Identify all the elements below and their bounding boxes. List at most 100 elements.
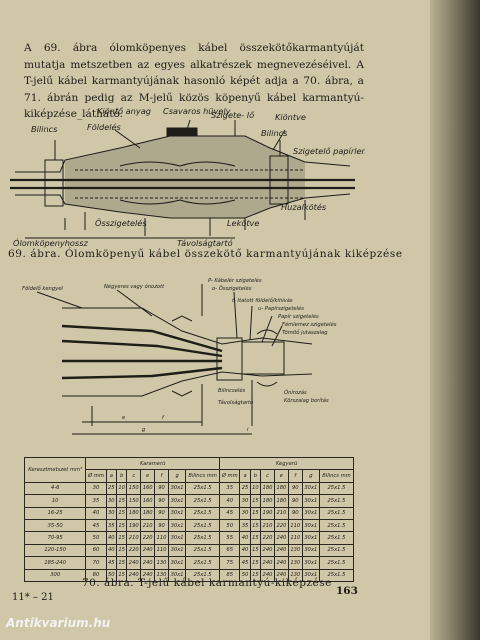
table-cell: 25x1.5 bbox=[318, 568, 355, 582]
table-cell: 70 bbox=[85, 556, 107, 570]
table-cell: 30 bbox=[105, 494, 117, 508]
label-huzalkotes: Huzalkötés bbox=[281, 202, 327, 212]
header-cell: Keresztmetszet mm² bbox=[23, 457, 87, 483]
header-cell: b bbox=[249, 469, 262, 483]
header-cell: Bilincs mm bbox=[185, 469, 221, 483]
label-onirozas: Ónírozás bbox=[284, 389, 307, 396]
table-cell: 30x1 bbox=[301, 506, 320, 520]
table-cell: 25x1.5 bbox=[318, 481, 355, 496]
table-cell: 240 bbox=[273, 556, 289, 570]
table-cell: 90 bbox=[287, 494, 303, 508]
label-lekotve: Lekötve bbox=[227, 218, 259, 228]
table-cell: 210 bbox=[140, 518, 156, 533]
table-cell: 15 bbox=[249, 531, 262, 545]
header-cell: a bbox=[105, 469, 117, 483]
table-cell: 240 bbox=[140, 543, 156, 558]
table-cell: 30x1 bbox=[167, 531, 187, 545]
table-cell: 45 bbox=[85, 518, 107, 533]
table-cell: 75 bbox=[219, 556, 241, 570]
table-cell: 210 bbox=[260, 518, 275, 533]
table-cell: 110 bbox=[154, 543, 169, 558]
table-cell: 30x1 bbox=[167, 481, 187, 496]
table-cell: 4-6 bbox=[23, 481, 87, 496]
table-cell: 30x1 bbox=[301, 481, 320, 496]
figure-70: Földelő kengyel Négyeres vagy ónozott P-… bbox=[22, 277, 337, 435]
header-cell: Ø mm bbox=[85, 469, 107, 483]
table-cell: 130 bbox=[287, 556, 303, 570]
label-csavaros-huvely: Csavaros hüvely bbox=[163, 106, 231, 116]
table-cell: 15 bbox=[249, 543, 262, 558]
label-m: Tömítő jutaszalag bbox=[282, 329, 328, 336]
table-cell: 10 bbox=[249, 481, 262, 496]
table-cell: 25x1.5 bbox=[185, 518, 221, 533]
table-cell: 15 bbox=[115, 506, 128, 520]
header-cell: c bbox=[260, 469, 275, 483]
table-cell: 55 bbox=[219, 531, 241, 545]
table-cell: 190 bbox=[126, 518, 142, 533]
table-cell: 30 bbox=[239, 506, 251, 520]
page-number: 163 bbox=[336, 585, 358, 597]
header-cell: g bbox=[167, 469, 187, 483]
label-osszigeteles: Összigetelés bbox=[95, 218, 147, 228]
table-cell: 25x1.5 bbox=[318, 494, 355, 508]
table-cell: 90 bbox=[154, 494, 169, 508]
table-cell: 35 bbox=[219, 481, 241, 496]
table-cell: 25 bbox=[239, 481, 251, 496]
table-cell: 45 bbox=[105, 556, 117, 570]
table-cell: 240 bbox=[260, 568, 275, 582]
label-tavolsagtarto: Távolságtartó bbox=[177, 238, 233, 248]
table-cell: 35 bbox=[85, 494, 107, 508]
table-cell: 30 bbox=[239, 494, 251, 508]
dim-i: i bbox=[247, 427, 249, 433]
table-cell: 15 bbox=[115, 494, 128, 508]
table-cell: 180 bbox=[126, 506, 142, 520]
table-cell: 40 bbox=[105, 543, 117, 558]
table-cell: 90 bbox=[154, 481, 169, 496]
table-cell: 40 bbox=[239, 543, 251, 558]
table-cell: 15 bbox=[115, 556, 128, 570]
signature-mark: 11* – 21 bbox=[12, 592, 54, 603]
label-korszalag: Körszalag borítás bbox=[284, 397, 329, 404]
table-cell: 90 bbox=[287, 481, 303, 496]
caption-69: 69. ábra. Ólomköpenyű kábel összekötő ka… bbox=[8, 248, 403, 260]
table-cell: 70-95 bbox=[23, 531, 87, 545]
table-cell: 180 bbox=[260, 481, 275, 496]
table-cell: 25x1.5 bbox=[185, 481, 221, 496]
table-cell: 10 bbox=[23, 494, 87, 508]
table-cell: 185-240 bbox=[23, 556, 87, 570]
page-edge bbox=[430, 0, 480, 640]
table-cell: 40 bbox=[105, 531, 117, 545]
table-cell: 30x1 bbox=[301, 568, 320, 582]
header-cell: Bilincs mm bbox=[318, 469, 355, 483]
table-cell: 160 bbox=[140, 481, 156, 496]
table-cell: 65 bbox=[219, 543, 241, 558]
label-t: t- Itatott földelő/kihívás bbox=[232, 297, 293, 304]
table-cell: 50 bbox=[219, 518, 241, 533]
label-negyeres: Négyeres vagy ónozott bbox=[104, 283, 165, 290]
table-cell: 60 bbox=[85, 543, 107, 558]
header-cell: Ø mm bbox=[219, 469, 241, 483]
label-kionto-anyag: Kiöntő anyag bbox=[97, 106, 151, 116]
table-cell: 210 bbox=[126, 531, 142, 545]
table-cell: 30 bbox=[105, 506, 117, 520]
table-cell: 130 bbox=[287, 543, 303, 558]
table-cell: 110 bbox=[287, 531, 303, 545]
table-cell: 45 bbox=[219, 506, 241, 520]
table-cell: 240 bbox=[140, 556, 156, 570]
table-cell: 15 bbox=[249, 518, 262, 533]
table-cell: 90 bbox=[154, 518, 169, 533]
table-cell: 16-25 bbox=[23, 506, 87, 520]
table-cell: 25x1.5 bbox=[185, 543, 221, 558]
table-cell: 15 bbox=[249, 568, 262, 582]
table-cell: 180 bbox=[273, 494, 289, 508]
header-cell: f bbox=[287, 469, 303, 483]
table-cell: 30x1 bbox=[301, 518, 320, 533]
table-cell: 240 bbox=[273, 531, 289, 545]
table-cell: 30x1 bbox=[301, 556, 320, 570]
table-cell: 30x1 bbox=[167, 543, 187, 558]
table-cell: 15 bbox=[115, 518, 128, 533]
